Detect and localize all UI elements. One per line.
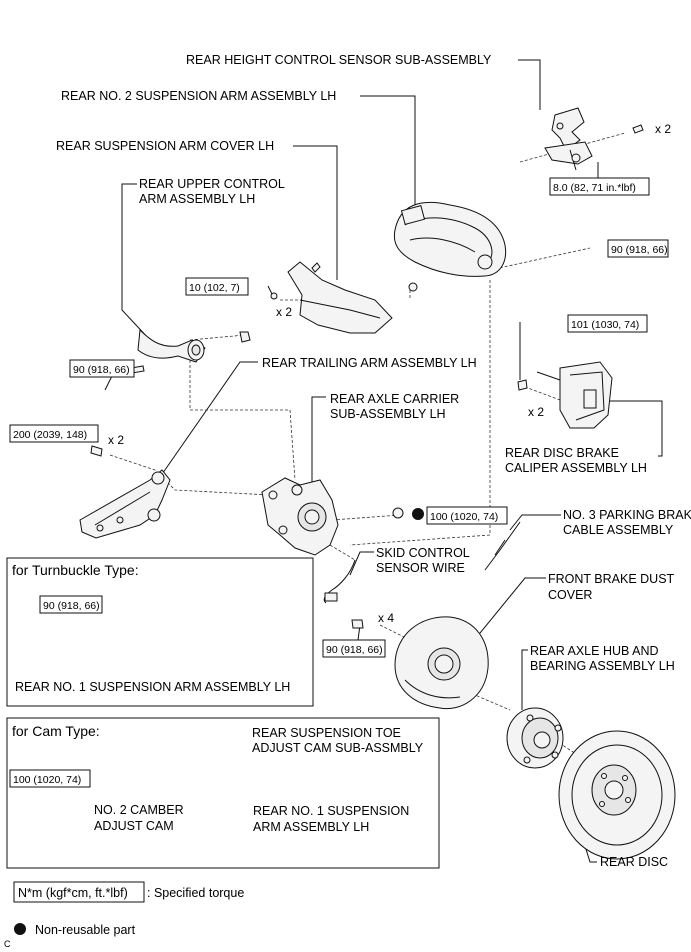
legend-torque-box-text: N*m (kgf*cm, ft.*lbf) [18, 886, 128, 900]
label-turnbuckle-title: for Turnbuckle Type: [12, 562, 139, 578]
label-cam-title: for Cam Type: [12, 723, 100, 739]
label-parking-cable-1: NO. 3 PARKING BRAKE [563, 508, 691, 522]
torque-hub: 90 (918, 66) [326, 644, 383, 656]
legend-nonreusable-text: Non-reusable part [35, 923, 136, 937]
qty-hub: x 4 [378, 611, 394, 625]
torque-trailing: 200 (2039, 148) [13, 429, 87, 441]
torque-sensor: 8.0 (82, 71 in.*lbf) [553, 182, 636, 194]
parking-cable-part [484, 521, 521, 571]
label-toe-cam-2: ADJUST CAM SUB-ASSMBLY [252, 741, 424, 755]
label-disc: REAR DISC [600, 855, 668, 869]
hub-bearing-part [506, 707, 564, 769]
qty-caliper: x 2 [528, 405, 544, 419]
label-upper-arm-1: REAR UPPER CONTROL [139, 177, 285, 191]
label-parking-cable-2: CABLE ASSEMBLY [563, 523, 674, 537]
label-camber-cam-2: ADJUST CAM [94, 819, 174, 833]
label-no2-arm: REAR NO. 2 SUSPENSION ARM ASSEMBLY LH [61, 89, 336, 103]
torque-cam: 100 (1020, 74) [13, 774, 81, 786]
label-trailing-arm: REAR TRAILING ARM ASSEMBLY LH [262, 356, 477, 370]
dust-cover-part [394, 616, 489, 710]
height-sensor-part [544, 107, 644, 171]
qty-cover: x 2 [276, 305, 292, 319]
label-axle-carrier-2: SUB-ASSEMBLY LH [330, 407, 446, 421]
label-toe-cam-1: REAR SUSPENSION TOE [252, 726, 401, 740]
cam-section-box [6, 717, 440, 869]
label-camber-cam-1: NO. 2 CAMBER [94, 803, 184, 817]
legend-nonreusable-dot [14, 923, 26, 935]
corner-letter: C [4, 939, 11, 949]
torque-carrier-nut: 100 (1020, 74) [430, 511, 498, 523]
skid-sensor-wire-part [323, 559, 356, 604]
label-no1-arm-cam-1: REAR NO. 1 SUSPENSION [253, 804, 409, 818]
torque-arm-bolt: 90 (918, 66) [611, 244, 668, 256]
torque-boxes [9, 177, 669, 903]
label-caliper-2: CALIPER ASSEMBLY LH [505, 461, 647, 475]
qty-sensor: x 2 [655, 122, 671, 136]
label-dust-cover-1: FRONT BRAKE DUST [548, 572, 675, 586]
label-no1-arm-cam-2: ARM ASSEMBLY LH [253, 820, 369, 834]
legend-torque-text: : Specified torque [147, 886, 244, 900]
hub-bolt-part [351, 619, 364, 629]
nonreusable-dot [412, 508, 424, 520]
label-skid-1: SKID CONTROL [376, 546, 470, 560]
torque-turnbuckle: 90 (918, 66) [43, 600, 100, 612]
label-hub-1: REAR AXLE HUB AND [530, 644, 659, 658]
label-skid-2: SENSOR WIRE [376, 561, 465, 575]
axle-carrier-part [261, 477, 339, 556]
torque-cover: 10 (102, 7) [189, 282, 240, 294]
no2-suspension-arm-part [393, 201, 507, 292]
label-caliper-1: REAR DISC BRAKE [505, 446, 619, 460]
torque-caliper: 101 (1030, 74) [571, 319, 639, 331]
brake-caliper-part [517, 361, 613, 429]
turnbuckle-section-box [6, 557, 314, 707]
label-hub-2: BEARING ASSEMBLY LH [530, 659, 675, 673]
label-no1-arm-turnbuckle: REAR NO. 1 SUSPENSION ARM ASSEMBLY LH [15, 680, 290, 694]
torque-upper-arm: 90 (918, 66) [73, 364, 130, 376]
label-arm-cover: REAR SUSPENSION ARM COVER LH [56, 139, 274, 153]
label-upper-arm-2: ARM ASSEMBLY LH [139, 192, 255, 206]
carrier-nut-part [392, 507, 404, 519]
qty-trailing: x 2 [108, 433, 124, 447]
trailing-arm-part [79, 445, 171, 539]
label-height-sensor: REAR HEIGHT CONTROL SENSOR SUB-ASSEMBLY [186, 53, 492, 67]
rear-disc-part [558, 730, 676, 860]
arm-cover-part [270, 261, 393, 334]
label-axle-carrier-1: REAR AXLE CARRIER [330, 392, 459, 406]
label-dust-cover-2: COVER [548, 588, 592, 602]
